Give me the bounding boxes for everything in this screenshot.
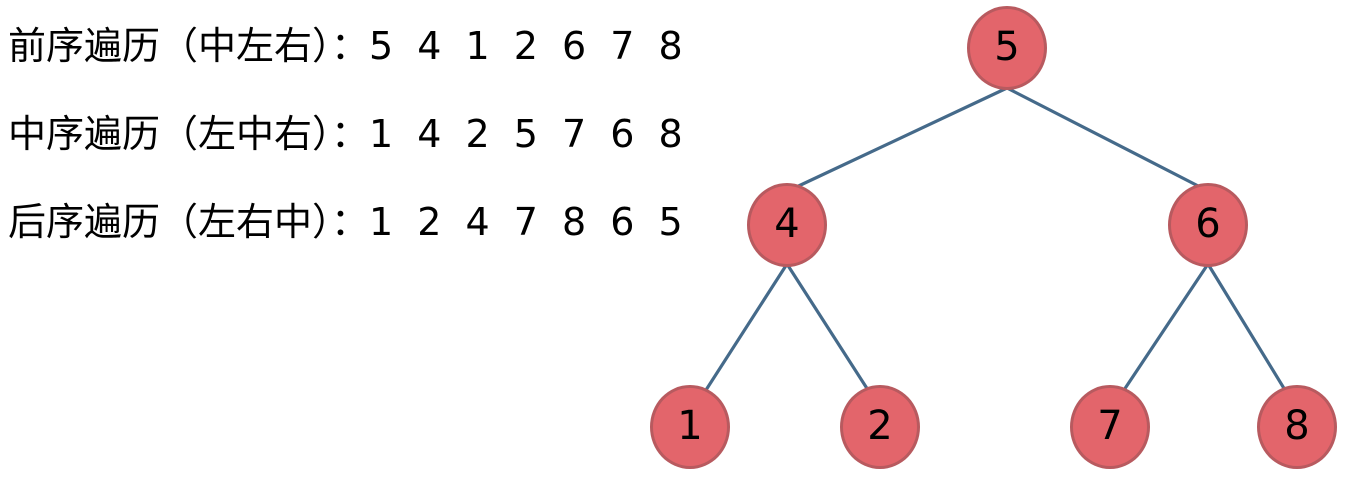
tree-node-root[interactable]: 5 — [967, 6, 1047, 90]
tree-node-left-right[interactable]: 2 — [840, 385, 920, 469]
tree-node-right[interactable]: 6 — [1168, 183, 1248, 267]
tree-node-right-right[interactable]: 8 — [1257, 385, 1337, 469]
traversal-label-inorder: 中序遍历（左中右）： — [8, 112, 370, 156]
traversal-sequence-inorder: 1 4 2 5 7 6 8 — [369, 112, 689, 156]
traversal-list: 前序遍历（中左右）：5 4 1 2 6 7 8 中序遍历（左中右）：1 4 2 … — [8, 0, 708, 280]
tree-node-left[interactable]: 4 — [747, 183, 827, 267]
traversal-sequence-postorder: 1 2 4 7 8 6 5 — [369, 200, 689, 244]
traversal-line-inorder: 中序遍历（左中右）：1 4 2 5 7 6 8 — [8, 115, 689, 153]
tree-edge-right-to-right-left — [1122, 262, 1210, 392]
tree-edge-left-to-left-left — [704, 262, 789, 392]
tree-node-label-left-right: 2 — [867, 403, 893, 449]
tree-edge-left-to-left-right — [785, 262, 870, 392]
tree-node-label-left-left: 1 — [677, 403, 703, 449]
tree-edge-root-to-right — [1005, 86, 1208, 192]
traversal-label-postorder: 后序遍历（左右中）： — [8, 200, 370, 244]
tree-edge-root-to-left — [788, 86, 1009, 192]
traversal-sequence-preorder: 5 4 1 2 6 7 8 — [369, 24, 689, 68]
tree-node-label-right: 6 — [1195, 201, 1221, 247]
tree-edges — [704, 86, 1287, 392]
traversal-line-postorder: 后序遍历（左右中）：1 2 4 7 8 6 5 — [8, 203, 689, 241]
tree-node-left-left[interactable]: 1 — [650, 385, 730, 469]
tree-node-label-right-right: 8 — [1284, 403, 1310, 449]
traversal-line-preorder: 前序遍历（中左右）：5 4 1 2 6 7 8 — [8, 27, 689, 65]
tree-node-label-root: 5 — [994, 24, 1020, 70]
traversal-label-preorder: 前序遍历（中左右）： — [8, 24, 370, 68]
tree-node-right-left[interactable]: 7 — [1070, 385, 1150, 469]
tree-node-label-left: 4 — [774, 201, 800, 247]
tree-node-label-right-left: 7 — [1097, 403, 1123, 449]
tree-edge-right-to-right-right — [1206, 262, 1287, 392]
